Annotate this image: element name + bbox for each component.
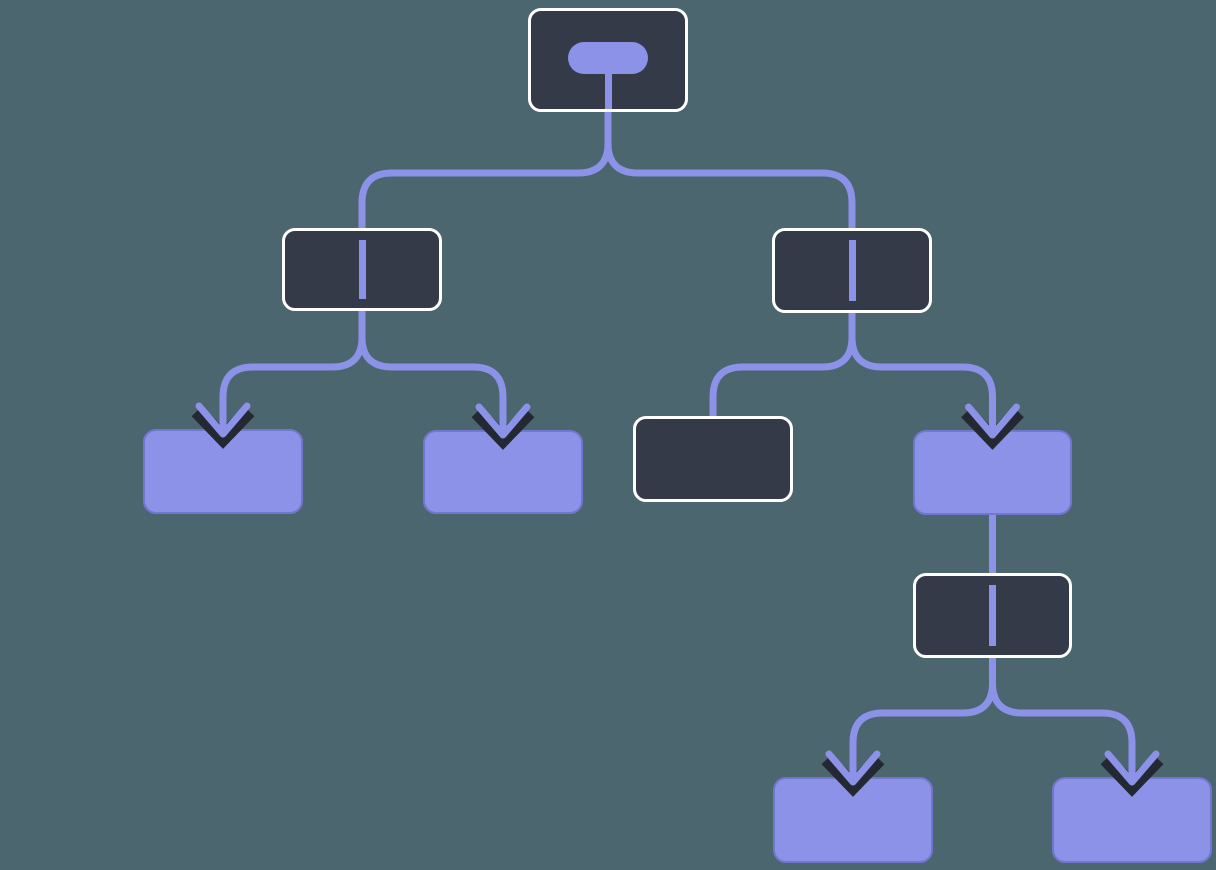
arrowhead-shadow-chevron bbox=[191, 405, 255, 449]
arrowhead-down-icon bbox=[191, 395, 255, 449]
root-pill-icon bbox=[568, 42, 648, 74]
arrowhead-down-icon bbox=[821, 743, 885, 797]
node-branch-left[interactable] bbox=[282, 228, 442, 311]
arrowhead-chevron bbox=[195, 402, 251, 438]
arrowhead-down-icon bbox=[471, 396, 535, 450]
arrowhead-chevron bbox=[1104, 750, 1160, 786]
node-branch-right[interactable] bbox=[772, 228, 932, 313]
arrowhead-down-icon bbox=[961, 396, 1024, 450]
root-stem-icon bbox=[604, 69, 612, 109]
arrowhead-down-icon bbox=[1100, 743, 1164, 797]
arrowhead-shadow-chevron bbox=[961, 406, 1024, 450]
branch-divider-icon bbox=[358, 240, 366, 299]
arrowhead-shadow-chevron bbox=[471, 406, 535, 450]
arrowhead-chevron bbox=[825, 750, 881, 786]
arrowhead-chevron bbox=[965, 403, 1020, 439]
node-branch-bottom[interactable] bbox=[913, 573, 1072, 658]
arrowhead-chevron bbox=[475, 403, 531, 439]
arrowhead-shadow-chevron bbox=[1100, 753, 1164, 797]
branch-divider-icon bbox=[989, 585, 996, 646]
arrowhead-shadow-chevron bbox=[821, 753, 885, 797]
edge-root-branch-right bbox=[604, 108, 856, 232]
edge-branch-bottom-leaf-bottom-right bbox=[989, 654, 1136, 757]
edge-branch-left-leaf-mid-left bbox=[358, 307, 507, 410]
node-leaf-dark[interactable] bbox=[633, 416, 793, 502]
branch-divider-icon bbox=[848, 240, 856, 301]
edge-branch-right-leaf-mid-right bbox=[848, 309, 996, 410]
node-root[interactable] bbox=[528, 8, 688, 112]
